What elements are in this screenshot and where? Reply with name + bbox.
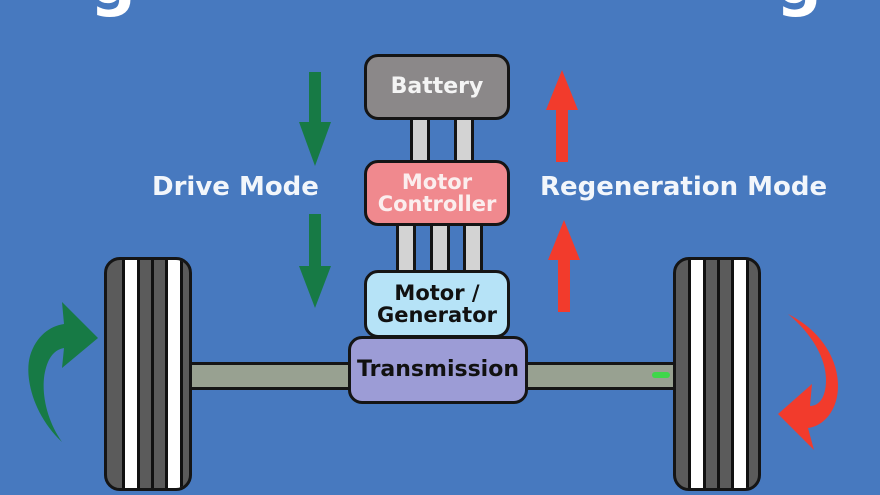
tire-tread (180, 260, 183, 488)
regen-arrow-up-icon (546, 70, 578, 162)
tire-tread (734, 260, 746, 488)
drive-mode-label: Drive Mode (152, 172, 319, 202)
motor-controller-box: Motor Controller (364, 160, 510, 226)
tire-tread (703, 260, 706, 488)
battery-label: Battery (390, 74, 484, 100)
wire-controller-motor-2 (430, 224, 450, 272)
axle-right (526, 362, 676, 390)
motor-generator-box: Motor / Generator (364, 270, 510, 338)
transmission-label: Transmission (356, 357, 519, 383)
tire-tread (731, 260, 734, 488)
tire-tread (691, 260, 703, 488)
tire-tread (717, 260, 720, 488)
wire-battery-controller-2 (454, 118, 474, 162)
tire-tread (746, 260, 749, 488)
transmission-box: Transmission (348, 336, 528, 404)
tire-tread (122, 260, 125, 488)
drive-arrow-down-icon (299, 72, 331, 166)
tire-tread (165, 260, 168, 488)
tire-tread (151, 260, 154, 488)
regeneration-mode-label: Regeneration Mode (540, 172, 828, 202)
wire-controller-motor-3 (463, 224, 483, 272)
motor-controller-label-1: Motor (401, 169, 473, 194)
tire-tread (168, 260, 180, 488)
battery-box: Battery (364, 54, 510, 120)
regen-arrow-up-icon (548, 220, 580, 312)
motor-generator-label-1: Motor / (394, 280, 480, 305)
tire-tread (125, 260, 137, 488)
motor-controller-label-2: Controller (377, 192, 497, 216)
drive-arrow-down-icon (299, 214, 331, 308)
axle-left (190, 362, 350, 390)
wire-battery-controller-1 (410, 118, 430, 162)
tire-tread (137, 260, 140, 488)
tire-left (104, 257, 192, 491)
tire-right (673, 257, 761, 491)
axle-indicator (652, 372, 670, 378)
wire-controller-motor-1 (396, 224, 416, 272)
tire-tread (688, 260, 691, 488)
title-fragment-left: g (90, 0, 136, 14)
wheel-rotation-forward-icon (28, 302, 98, 442)
motor-generator-label-2: Generator (376, 303, 498, 327)
title-fragment-right: g (776, 0, 822, 14)
wheel-rotation-regen-icon (778, 314, 838, 450)
